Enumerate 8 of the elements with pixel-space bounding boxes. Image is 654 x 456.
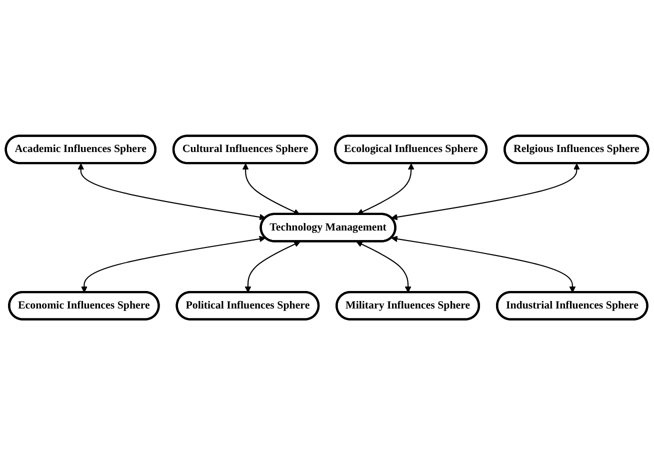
arrow — [78, 164, 266, 221]
arrow — [391, 164, 580, 221]
arrow — [391, 236, 576, 294]
arrow — [81, 236, 266, 294]
arrow — [356, 242, 412, 294]
arrow — [242, 164, 300, 216]
arrow — [357, 164, 414, 216]
arrow — [244, 242, 300, 294]
